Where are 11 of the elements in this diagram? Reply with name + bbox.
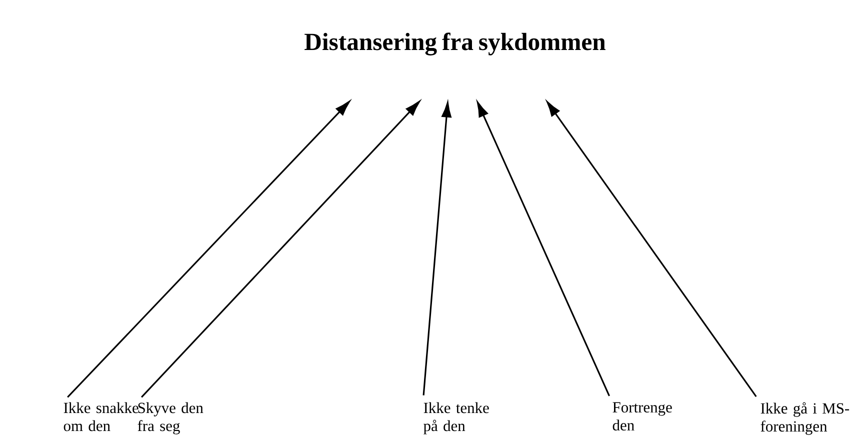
arrow <box>140 101 420 398</box>
title: Distansering fra sykdommen <box>304 32 606 56</box>
item-label: Ikke tenke på den <box>424 402 489 434</box>
item-label: Ikke gå i MS-foreningen <box>760 402 850 435</box>
item-label: Fortrenge den <box>612 402 672 431</box>
arrow <box>476 102 610 396</box>
arrow <box>67 101 350 398</box>
item-label: Skyve den fra seg <box>138 402 204 434</box>
arrow <box>546 101 757 398</box>
item-label: Ikke snakke om den <box>64 402 138 432</box>
arrow <box>422 102 452 396</box>
